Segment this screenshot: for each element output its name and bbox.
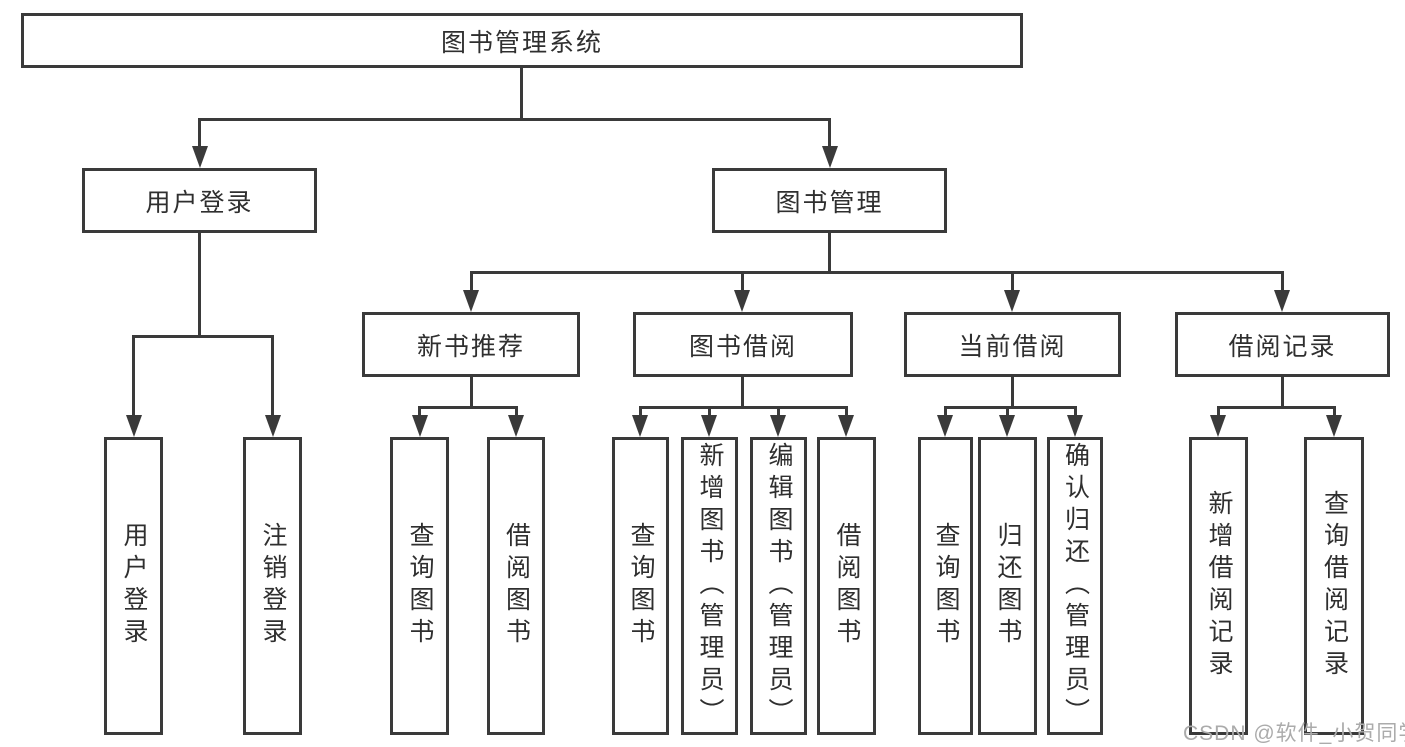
leaf-query-books-recommend: 查询图书 — [390, 437, 449, 735]
connector-line — [1074, 406, 1077, 417]
node-new-book-recommend: 新书推荐 — [362, 312, 580, 377]
node-new-book-recommend-label: 新书推荐 — [416, 332, 525, 361]
arrow-down-icon — [838, 415, 854, 437]
connector-line — [1281, 376, 1284, 409]
leaf-confirm-return-admin: 确认归还（管理员） — [1047, 437, 1103, 735]
arrow-down-icon — [1067, 415, 1083, 437]
leaf-borrow-books-recommend-label: 借阅图书 — [502, 522, 531, 650]
arrow-down-icon — [508, 415, 524, 437]
connector-line — [777, 406, 780, 417]
arrow-down-icon — [412, 415, 428, 437]
arrow-down-icon — [822, 146, 838, 168]
connector-line — [639, 406, 848, 409]
node-book-management: 图书管理 — [712, 168, 947, 233]
leaf-query-books-borrowing: 查询图书 — [612, 437, 669, 735]
node-book-management-label: 图书管理 — [775, 188, 884, 217]
connector-line — [1281, 271, 1284, 293]
leaf-edit-book-admin: 编辑图书（管理员） — [750, 437, 807, 735]
connector-line — [1006, 406, 1009, 417]
arrow-down-icon — [937, 415, 953, 437]
connector-line — [741, 376, 744, 409]
leaf-return-books-label: 归还图书 — [994, 522, 1022, 650]
connector-line — [470, 376, 473, 409]
arrow-down-icon — [1326, 415, 1342, 437]
connector-line — [1011, 376, 1014, 409]
node-borrowing-records-label: 借阅记录 — [1228, 332, 1337, 361]
connector-line — [520, 67, 523, 121]
connector-line — [845, 406, 848, 417]
leaf-user-login-label: 用户登录 — [120, 522, 148, 650]
arrow-down-icon — [192, 146, 208, 168]
node-current-borrowing-label: 当前借阅 — [958, 332, 1067, 361]
connector-line — [741, 271, 744, 293]
watermark-text: CSDN @软件_小贺同学 — [1183, 722, 1405, 745]
connector-line — [198, 232, 201, 338]
connector-line — [198, 118, 201, 150]
leaf-borrow-books-recommend: 借阅图书 — [487, 437, 545, 735]
arrow-down-icon — [126, 415, 142, 437]
arrow-down-icon — [1274, 290, 1290, 312]
leaf-confirm-return-admin-label: 确认归还（管理员） — [1061, 442, 1090, 730]
connector-line — [1011, 271, 1014, 293]
connector-line — [828, 232, 831, 274]
leaf-add-borrow-record-label: 新增借阅记录 — [1205, 490, 1233, 682]
connector-line — [132, 335, 135, 417]
arrow-down-icon — [1004, 290, 1020, 312]
node-user-login: 用户登录 — [82, 168, 317, 233]
node-root: 图书管理系统 — [21, 13, 1023, 68]
connector-line — [639, 406, 642, 417]
leaf-add-book-admin: 新增图书（管理员） — [681, 437, 738, 735]
connector-line — [1333, 406, 1336, 417]
node-current-borrowing: 当前借阅 — [904, 312, 1121, 377]
leaf-query-books-current: 查询图书 — [918, 437, 973, 735]
arrow-down-icon — [734, 290, 750, 312]
connector-line — [515, 406, 518, 417]
leaf-query-borrow-record: 查询借阅记录 — [1304, 437, 1364, 735]
node-book-borrowing-label: 图书借阅 — [688, 332, 797, 361]
leaf-borrow-books-borrowing: 借阅图书 — [817, 437, 876, 735]
arrow-down-icon — [1210, 415, 1226, 437]
connector-line — [418, 406, 421, 417]
leaf-add-book-admin-label: 新增图书（管理员） — [696, 442, 724, 730]
connector-line — [828, 118, 831, 150]
node-root-label: 图书管理系统 — [440, 28, 603, 57]
arrow-down-icon — [999, 415, 1015, 437]
connector-line — [470, 271, 1284, 274]
arrow-down-icon — [265, 415, 281, 437]
leaf-query-borrow-record-label: 查询借阅记录 — [1320, 490, 1349, 682]
arrow-down-icon — [701, 415, 717, 437]
connector-line — [1217, 406, 1336, 409]
leaf-borrow-books-borrowing-label: 借阅图书 — [833, 522, 861, 650]
leaf-query-books-borrowing-label: 查询图书 — [627, 522, 655, 650]
connector-line — [271, 335, 274, 417]
leaf-logout: 注销登录 — [243, 437, 302, 735]
connector-line — [944, 406, 1077, 409]
leaf-logout-label: 注销登录 — [259, 522, 287, 650]
connector-line — [132, 335, 274, 338]
arrow-down-icon — [463, 290, 479, 312]
connector-line — [1217, 406, 1220, 417]
leaf-return-books: 归还图书 — [978, 437, 1037, 735]
leaf-user-login: 用户登录 — [104, 437, 163, 735]
leaf-add-borrow-record: 新增借阅记录 — [1189, 437, 1248, 735]
node-user-login-label: 用户登录 — [145, 188, 254, 217]
connector-line — [944, 406, 947, 417]
connector-line — [198, 118, 831, 121]
arrow-down-icon — [770, 415, 786, 437]
connector-line — [418, 406, 518, 409]
connector-line — [470, 271, 473, 293]
node-book-borrowing: 图书借阅 — [633, 312, 853, 377]
node-borrowing-records: 借阅记录 — [1175, 312, 1390, 377]
leaf-query-books-current-label: 查询图书 — [932, 522, 960, 650]
leaf-query-books-recommend-label: 查询图书 — [406, 522, 434, 650]
arrow-down-icon — [632, 415, 648, 437]
leaf-edit-book-admin-label: 编辑图书（管理员） — [765, 442, 793, 730]
connector-line — [708, 406, 711, 417]
